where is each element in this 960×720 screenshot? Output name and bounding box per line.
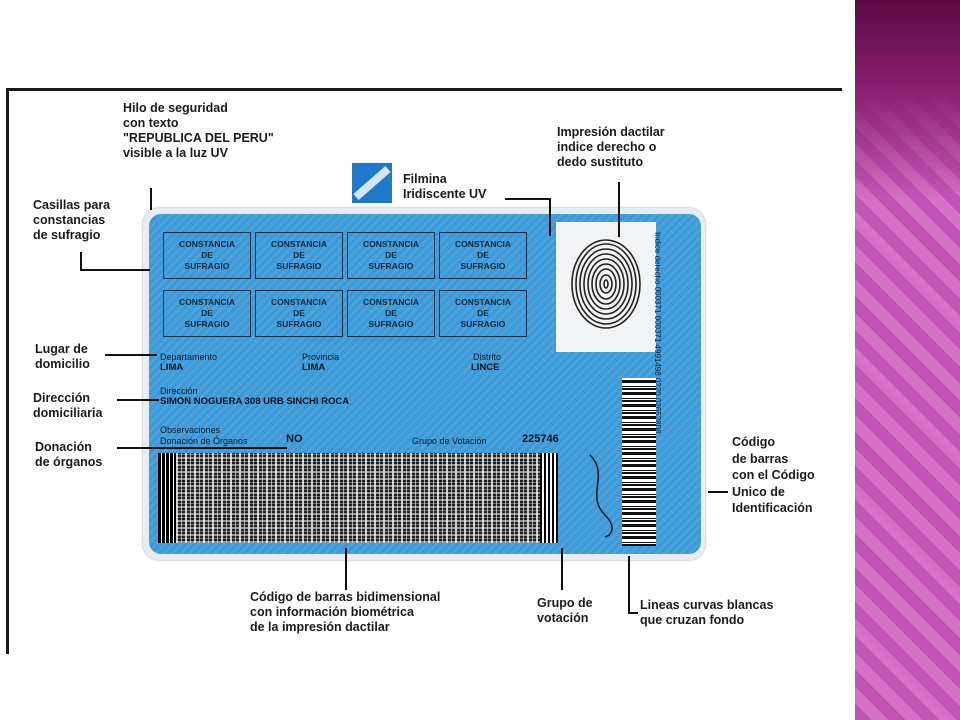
departamento-value: LIMA: [160, 362, 184, 373]
donacion-value: NO: [286, 433, 303, 445]
leader-line-grupo: [561, 548, 563, 590]
fingerprint-box: [556, 222, 656, 352]
leader-line-donacion: [117, 447, 287, 449]
leader-line-casillas-v: [80, 252, 82, 270]
filmina-icon: [352, 163, 392, 203]
label-codigo-barras: Código de barras con el Código Unico de …: [732, 435, 815, 515]
provincia-label: Provincia: [302, 352, 340, 362]
decorative-side-gradient: [855, 0, 960, 200]
leader-line-lineas-v: [628, 556, 630, 614]
leader-line-hilo: [150, 188, 152, 210]
grupo-value: 225746: [522, 433, 559, 445]
label-impresion: Impresión dactilar indice derecho o dedo…: [557, 125, 665, 169]
constancia-cell: CONSTANCIA DE SUFRAGIO: [439, 290, 527, 337]
label-direccion: Dirección domiciliaria: [33, 391, 103, 420]
linear-barcode: [622, 378, 656, 546]
grupo-label: Grupo de Votación: [412, 436, 487, 446]
constancia-cell: CONSTANCIA DE SUFRAGIO: [439, 232, 527, 279]
direccion-value: SIMON NOGUERA 308 URB SINCHI ROCA: [160, 396, 350, 407]
constancia-cell: CONSTANCIA DE SUFRAGIO: [255, 290, 343, 337]
constancia-cell: CONSTANCIA DE SUFRAGIO: [255, 232, 343, 279]
leader-line-bidimensional: [345, 548, 347, 590]
label-lineas: Lineas curvas blancas que cruzan fondo: [640, 598, 774, 627]
constancia-cell: CONSTANCIA DE SUFRAGIO: [347, 290, 435, 337]
constancia-cell: CONSTANCIA DE SUFRAGIO: [163, 290, 251, 337]
leader-line-impresion: [618, 182, 620, 237]
pdf417-stop-pattern: [540, 453, 558, 543]
distrito-label: Distrito: [473, 352, 502, 362]
label-filmina: Filmina Iridiscente UV: [403, 172, 487, 201]
distrito-value: LINCE: [471, 362, 500, 373]
leader-line-codigo-barras: [708, 491, 728, 493]
donacion-label: Donación de Órganos: [160, 436, 248, 446]
departamento-label: Departamento: [160, 352, 218, 362]
label-casillas: Casillas para constancias de sufragio: [33, 198, 111, 242]
label-grupo: Grupo de votación: [537, 596, 593, 625]
direccion-label: Dirección: [160, 386, 198, 396]
provincia-value: LIMA: [302, 362, 326, 373]
label-donacion: Donación de órganos: [35, 440, 103, 469]
card-vertical-code-text: Indice derecho 000371 000371 4991498 022…: [653, 232, 662, 434]
leader-line-lugar: [105, 354, 157, 356]
frame-left-border: [6, 88, 9, 654]
signature-icon: [589, 454, 613, 538]
label-lugar: Lugar de domicilio: [35, 342, 90, 371]
fingerprint-icon: [571, 239, 641, 329]
label-hilo: Hilo de seguridad con texto "REPUBLICA D…: [123, 101, 274, 160]
observaciones-label: Observaciones: [160, 425, 221, 435]
label-bidimensional: Código de barras bidimensional con infor…: [250, 590, 441, 634]
constancia-cell: CONSTANCIA DE SUFRAGIO: [163, 232, 251, 279]
frame-top-border: [6, 88, 842, 91]
leader-line-casillas-h: [80, 269, 150, 271]
pdf417-barcode: [158, 453, 558, 543]
constancia-cell: CONSTANCIA DE SUFRAGIO: [347, 232, 435, 279]
filmina-swoosh-icon: [353, 165, 391, 201]
leader-line-direccion: [117, 399, 159, 401]
leader-line-filmina-h: [505, 198, 551, 200]
leader-line-lineas-h: [628, 612, 638, 614]
leader-line-filmina-v: [549, 198, 551, 236]
pdf417-start-pattern: [158, 453, 176, 543]
